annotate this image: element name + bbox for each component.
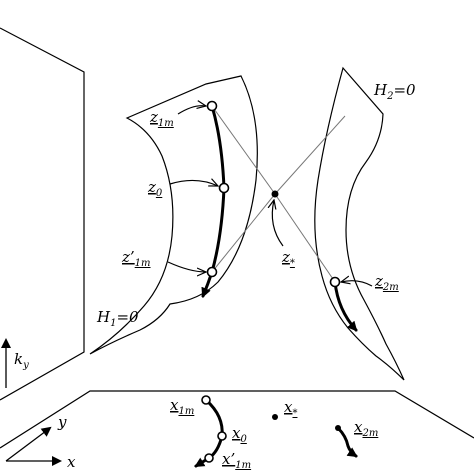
point-z-star — [271, 190, 279, 198]
axis-y-label: y — [57, 413, 67, 431]
label-h1: H1=0 — [96, 308, 139, 329]
projection-line-4 — [274, 115, 346, 195]
label-x-star: x* — [284, 398, 297, 419]
surface-h2 — [314, 66, 405, 381]
label-z0: z0 — [147, 178, 163, 199]
back-plane — [0, 27, 85, 401]
projection-line-3 — [211, 193, 276, 273]
label-x1m-prime: x’1m — [222, 450, 251, 471]
label-x0: x0 — [232, 424, 247, 445]
axis-y-line — [5, 426, 52, 462]
floor-point-x1m-prime — [204, 453, 214, 463]
label-z1m-prime: z’1m — [121, 248, 151, 269]
leader-z1m-prime — [167, 261, 206, 272]
floor-plane — [0, 390, 474, 449]
axes: x y ky — [0, 338, 76, 471]
label-h2: H2=0 — [373, 81, 416, 102]
trajectory-h2 — [333, 280, 358, 332]
surface-h1 — [89, 75, 258, 355]
leader-z2m — [341, 281, 373, 287]
projection-line-2 — [274, 193, 336, 283]
axis-ky-label: ky — [14, 350, 29, 371]
floor-trajectory-2 — [336, 426, 358, 458]
projection-line-1 — [211, 105, 276, 195]
label-z-star: z* — [281, 248, 295, 269]
floor-point-x2m — [335, 425, 341, 431]
leader-z0 — [169, 180, 218, 186]
point-z1m — [206, 100, 218, 112]
trajectory-h1 — [201, 104, 226, 298]
leader-z-star — [272, 200, 284, 247]
floor-point-x0 — [217, 431, 227, 441]
leader-z1m — [177, 106, 206, 115]
label-z1m: z1m — [149, 108, 174, 129]
label-z2m: z2m — [374, 272, 399, 293]
floor-trajectory-1 — [194, 398, 224, 468]
point-z1m-prime — [206, 266, 218, 278]
label-x2m: x2m — [354, 418, 378, 439]
point-z0 — [218, 182, 230, 194]
floor-point-x1m — [201, 395, 211, 405]
axis-x-label: x — [67, 453, 76, 471]
floor-point-x-star — [272, 414, 278, 420]
point-z2m — [329, 276, 341, 288]
label-x1m: x1m — [170, 396, 194, 417]
